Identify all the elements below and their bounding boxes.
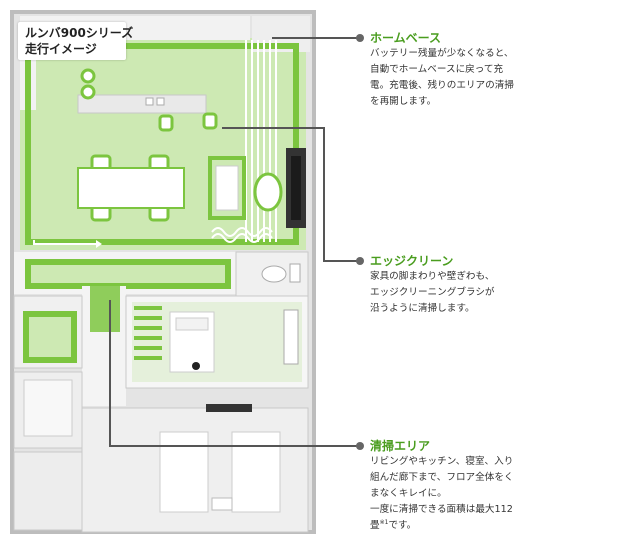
dining-set	[77, 154, 185, 222]
annotation-home-base: ホームベース バッテリー残量が少なくなると、 自動でホームベースに戻って充 電。…	[370, 30, 632, 110]
washroom-clean-area	[23, 311, 77, 363]
annotation-line: 自動でホームベースに戻って充	[370, 64, 504, 75]
bed-3	[231, 431, 281, 513]
annotation-line: を再開します。	[370, 96, 437, 107]
annotation-edge-clean: エッジクリーン 家具の脚まわりや壁ぎわも、 エッジクリーニングブラシが 沿うよう…	[370, 253, 632, 317]
roomba	[192, 362, 200, 370]
edge-clean-path	[25, 43, 299, 245]
corridor-clean-area	[90, 286, 120, 332]
annotation-line: バッテリー残量が少なくなると、	[370, 48, 514, 59]
bed-2	[159, 431, 209, 513]
annotation-heading: ホームベース	[370, 31, 442, 45]
bedroom-1	[125, 295, 309, 389]
area-unit: 畳	[370, 520, 380, 531]
annotation-line-end: です。	[388, 520, 417, 531]
cleaning-lanes	[211, 40, 277, 243]
hallway-clean-area	[28, 262, 228, 286]
annotation-last-line: 畳※1です。	[370, 518, 632, 534]
annotation-line: まなくキレイに。	[370, 488, 447, 499]
series-label-line2: 走行イメージ	[25, 42, 97, 56]
leader-dots	[356, 34, 364, 450]
footnote-mark: ※1	[379, 518, 389, 526]
return-path	[33, 240, 96, 245]
annotation-line: 一度に清掃できる面積は最大112	[370, 504, 513, 515]
series-label-line1: ルンバ900シリーズ	[25, 26, 134, 40]
sofa	[208, 156, 246, 220]
annotation-line: 電。充電後、残りのエリアの清掃	[370, 80, 514, 91]
stools	[80, 68, 218, 132]
kitchen-island	[77, 94, 207, 114]
annotation-line: 家具の脚まわりや壁ぎわも、	[370, 271, 495, 282]
series-label: ルンバ900シリーズ 走行イメージ	[18, 22, 134, 60]
annotation-line: リビングやキッチン、寝室、入り	[370, 456, 514, 467]
annotation-heading: 清掃エリア	[370, 439, 431, 453]
leader-lines	[109, 37, 360, 447]
annotation-heading: エッジクリーン	[370, 254, 454, 268]
annotation-line: 組んだ廊下まで、フロア全体をく	[370, 472, 514, 483]
annotation-cleaning-area: 清掃エリア リビングやキッチン、寝室、入り 組んだ廊下まで、フロア全体をく まな…	[370, 438, 632, 534]
annotation-line: 沿うように清掃します。	[370, 303, 475, 314]
coffee-table	[253, 172, 283, 212]
annotation-line: エッジクリーニングブラシが	[370, 287, 495, 298]
